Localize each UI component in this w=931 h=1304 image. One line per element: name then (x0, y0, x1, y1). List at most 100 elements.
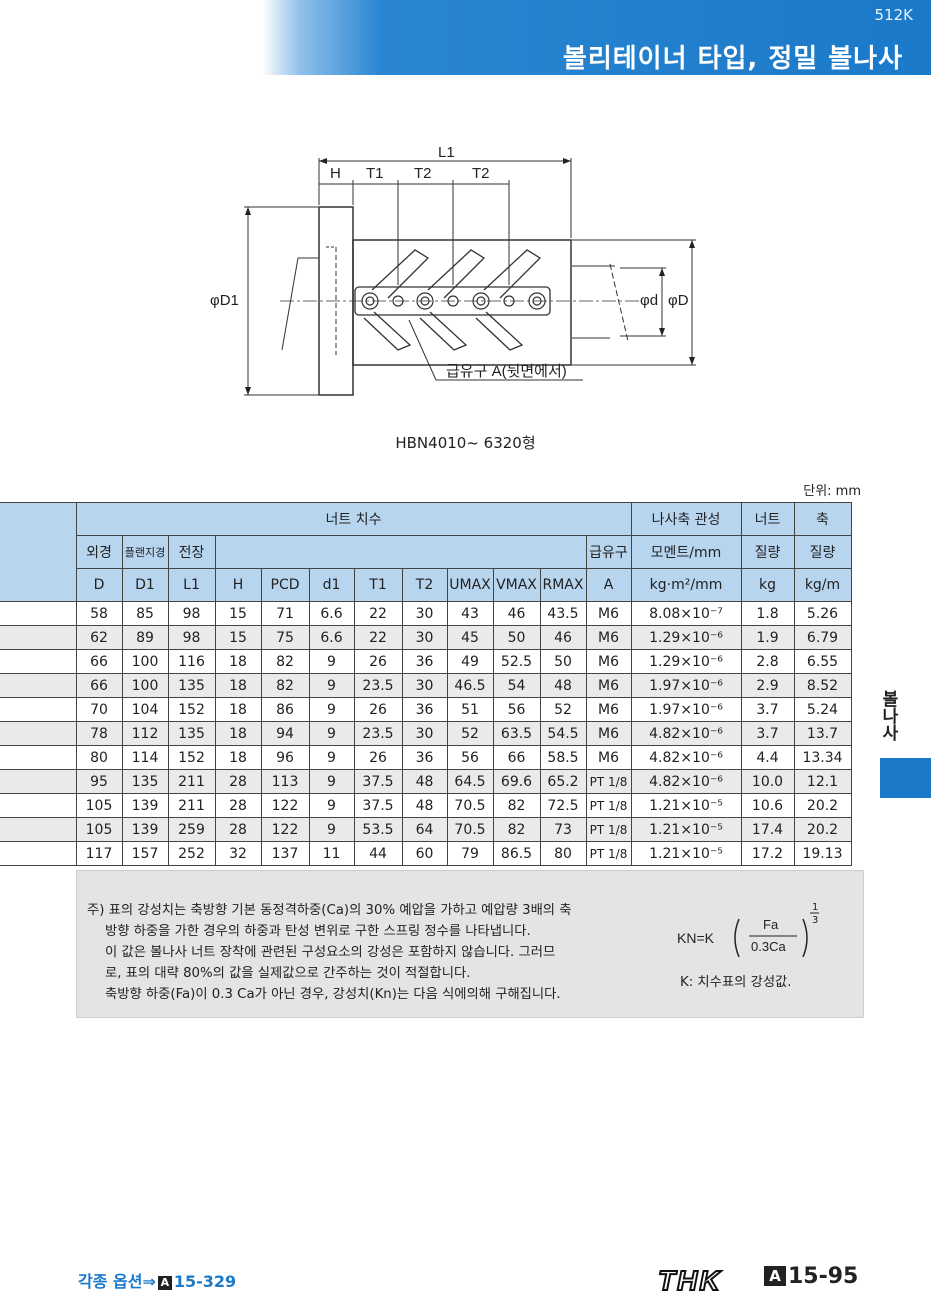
table-cell: 80 (75, 745, 123, 770)
table-cell: 48 (539, 673, 587, 698)
formula-numerator: Fa (763, 917, 779, 932)
table-cell: 211 (167, 793, 216, 818)
shaft-mass-header-1: 축 (793, 502, 852, 536)
nut-mass-unit: kg (740, 568, 795, 602)
table-cell: 139 (121, 817, 169, 842)
table-cell: 9 (308, 793, 355, 818)
table-cell: 51 (446, 697, 494, 722)
table-cell: 44 (353, 841, 403, 866)
header-row-1: 너트 치수 나사축 관성 너트 축 (0, 502, 852, 602)
model-cell (0, 601, 77, 626)
dim-H: H (330, 165, 341, 182)
model-cell (0, 745, 77, 770)
table-cell: 22 (353, 601, 403, 626)
table-cell: 69.6 (492, 769, 541, 794)
col-symbol: L1 (167, 568, 216, 602)
table-cell: 89 (121, 625, 169, 650)
table-cell: 13.7 (793, 721, 852, 746)
table-cell: 135 (167, 721, 216, 746)
table-cell: 4.4 (740, 745, 795, 770)
thk-logo: THK (657, 1264, 722, 1297)
table-cell: M6 (585, 625, 632, 650)
table-cell: 96 (260, 745, 310, 770)
table-cell: 82 (492, 817, 541, 842)
table-cell: 66 (75, 649, 123, 674)
table-cell: 52 (539, 697, 587, 722)
table-cell: 1.9 (740, 625, 795, 650)
table-cell: 28 (214, 817, 262, 842)
col-symbol: RMAX (539, 568, 587, 602)
table-cell: 17.4 (740, 817, 795, 842)
table-cell: 1.21×10⁻⁵ (630, 793, 742, 818)
table-cell: 82 (260, 649, 310, 674)
table-cell: 117 (75, 841, 123, 866)
table-cell: 259 (167, 817, 216, 842)
table-cell: 1.21×10⁻⁵ (630, 841, 742, 866)
table-cell: 22 (353, 625, 403, 650)
table-cell: 23.5 (353, 721, 403, 746)
page-title: 볼리테이너 타입, 정밀 볼나사 (562, 44, 903, 74)
table-cell: 36 (401, 649, 448, 674)
table-cell: 30 (401, 625, 448, 650)
table-cell: M6 (585, 649, 632, 674)
table-cell: 52 (446, 721, 494, 746)
col-symbol: A (585, 568, 632, 602)
table-cell: 4.82×10⁻⁶ (630, 769, 742, 794)
table-cell: 9 (308, 673, 355, 698)
table-cell: 9 (308, 817, 355, 842)
table-cell: 95 (75, 769, 123, 794)
table-cell: PT 1/8 (585, 841, 632, 866)
table-cell: 18 (214, 697, 262, 722)
table-cell: PT 1/8 (585, 793, 632, 818)
lube-port-label: 급유구 A(뒷면에서) (446, 363, 567, 380)
header-band (0, 0, 931, 75)
shaft-mass-unit: kg/m (793, 568, 852, 602)
table-cell: 28 (214, 793, 262, 818)
table-cell: 8.52 (793, 673, 852, 698)
table-cell: M6 (585, 601, 632, 626)
table-cell: 20.2 (793, 817, 852, 842)
table-cell: 1.21×10⁻⁵ (630, 817, 742, 842)
options-text: 각종 옵션⇒ (78, 1272, 156, 1291)
table-cell: 94 (260, 721, 310, 746)
table-cell: 20.2 (793, 793, 852, 818)
model-cell (0, 721, 77, 746)
table-cell: 56 (492, 697, 541, 722)
table-cell: PT 1/8 (585, 769, 632, 794)
page-number-text: 15-95 (788, 1264, 859, 1289)
col-symbol: H (214, 568, 262, 602)
table-cell: 32 (214, 841, 262, 866)
model-cell (0, 793, 77, 818)
table-cell: 1.29×10⁻⁶ (630, 625, 742, 650)
table-cell: 100 (121, 649, 169, 674)
catalog-code: 512K (874, 6, 913, 24)
table-cell: 9 (308, 697, 355, 722)
ball-screw-drawing: L1 H T1 T2 T2 φD1 φd φD 급유구 A(뒷면에서) (210, 144, 696, 396)
table-cell: 105 (75, 817, 123, 842)
formula-exp-num: 1 (812, 902, 818, 913)
table-cell: M6 (585, 673, 632, 698)
table-cell: 65.2 (539, 769, 587, 794)
table-cell: 135 (121, 769, 169, 794)
table-cell: 70.5 (446, 793, 494, 818)
dim-T2-second: T2 (472, 165, 490, 182)
table-cell: 73 (539, 817, 587, 842)
table-cell: 62 (75, 625, 123, 650)
shaft-mass-header-2: 질량 (793, 535, 852, 569)
table-cell: 70 (75, 697, 123, 722)
table-cell: 6.6 (308, 625, 355, 650)
table-cell: 135 (167, 673, 216, 698)
moment-header-2: 모멘트/mm (630, 535, 742, 569)
header-row-2: 외경 플랜지경 전장 급유구 모멘트/mm 질량 질량 (0, 535, 852, 569)
table-cell: 85 (121, 601, 169, 626)
table-cell: PT 1/8 (585, 817, 632, 842)
dim-L1: L1 (438, 144, 455, 161)
page-box-A: A (764, 1266, 786, 1286)
nut-mass-header-1: 너트 (740, 502, 795, 536)
col-symbol: D1 (121, 568, 169, 602)
